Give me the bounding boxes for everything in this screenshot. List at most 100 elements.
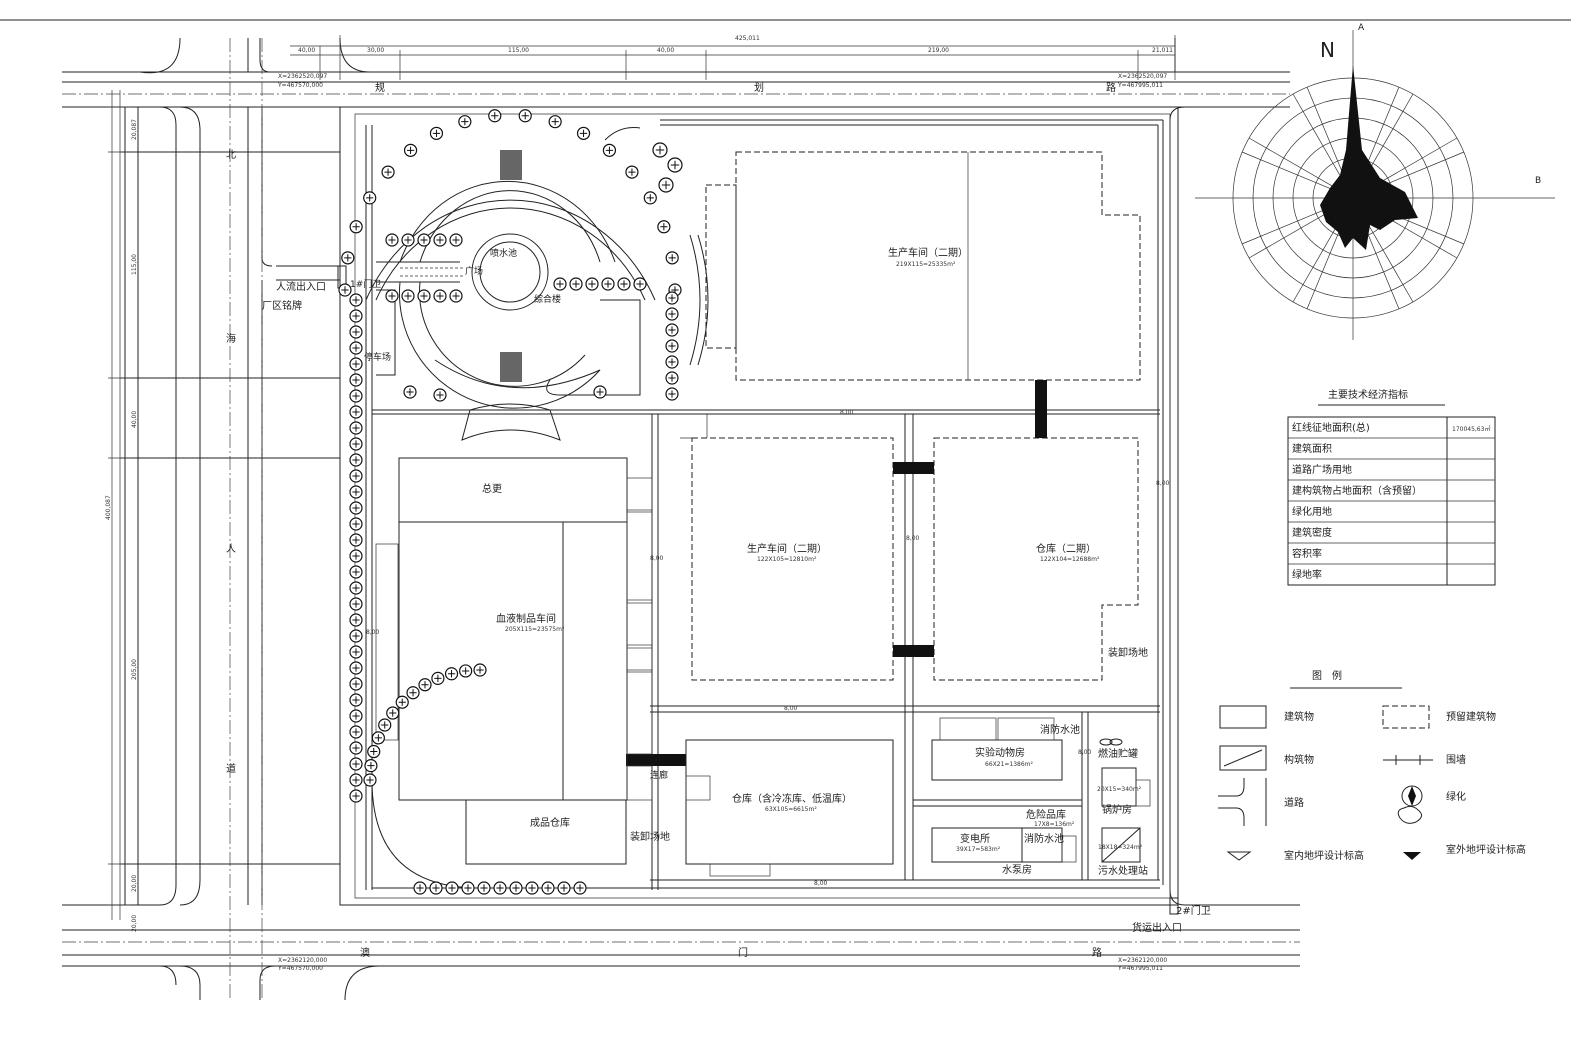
dim-seg-left: 40,00 [131,411,138,428]
coord-y: Y=467995,011 [1117,82,1163,89]
workshop2b-label: 生产车间（二期） [747,542,827,555]
zonggeng-label: 总更 [482,482,502,495]
dim-seg-left: 20,087 [131,119,138,140]
buildings [337,151,1179,915]
legend-outdoor-icon [1403,852,1421,860]
road-name-char: 道 [226,762,236,775]
substation-label: 变电所 [960,832,990,845]
cold-warehouse-area: 63X105=6615m² [765,806,817,813]
indicators-title: 主要技术经济指标 [1328,388,1408,401]
fire-pool2-label: 消防水池 [1024,832,1064,845]
blood-workshop-area: 205X115=23575m² [505,626,565,633]
compass-north: N [1320,38,1335,62]
legend-structure-icon [1219,745,1267,771]
road-name-char: 人 [226,543,236,555]
road-width: 8,00 [840,409,854,416]
road-names: 规 划 路 澳 门 路 北 海 人 道 [226,81,1116,959]
coord-x: X=2362120,000 [278,957,327,964]
boiler-label: 锅炉房 [1102,803,1132,816]
indicator-value: 170045,63㎡ [1452,425,1490,433]
road-name-char: 路 [1092,946,1102,959]
dim-total-top: 425,011 [735,35,760,42]
gate1-label: 1#门卫 [350,278,381,290]
boiler-area: 20X15=340m² [1097,786,1142,793]
coord-x: X=2362120,000 [1118,957,1167,964]
compass-a: A [1358,23,1365,33]
dim-seg-left: 115,00 [131,254,138,275]
coord-x: X=2362520,097 [278,73,327,80]
dim-total-left: 400,087 [105,495,112,520]
finished-warehouse-label: 成品仓库 [530,816,570,829]
road-name-char: 规 [375,81,385,94]
dim-seg: 40,00 [298,47,315,54]
dim-seg: 30,00 [367,47,384,54]
sewage-label: 污水处理站 [1098,864,1148,877]
compass-rose: N A B [1195,23,1555,340]
legend-indoor-icon [1226,851,1252,861]
dim-seg: 21,011 [1152,47,1173,54]
dim-seg-left: 20,00 [131,875,138,892]
legend-road-icon [1218,778,1267,826]
compass-b: B [1535,176,1541,186]
office-label: 综合楼 [534,293,561,305]
admin-complex [365,127,709,441]
building-labels: 人流出入口 1#门卫 厂区铭牌 喷水池 广场 综合楼 停车场 总更 血液制品车间… [262,246,1211,934]
road-width: 8,00 [1078,749,1092,756]
coord-y: Y=467995,011 [1117,965,1163,972]
legend-building-icon [1219,705,1267,729]
fire-pool-label: 消防水池 [1040,723,1080,736]
indicators-table: 主要技术经济指标 红线征地面积(总) 170045,63㎡建筑面积道路广场用地建构… [1287,388,1496,586]
legend-outdoor-level: 室外地坪设计标高 [1446,843,1526,856]
dimension-lines [108,35,1176,920]
legend-title: 图 例 [1312,669,1342,682]
warehouse2-area: 122X104=12688m² [1040,556,1100,563]
site-boundary [339,106,1179,906]
dim-seg-left: 20,00 [131,915,138,932]
cargo-entrance-label: 货运出入口 [1132,921,1182,934]
workshop2b-area: 122X105=12810m² [757,556,817,563]
loading-area-label: 装卸场地 [630,830,670,843]
legend-wall: 围墙 [1446,753,1466,766]
legend-green: 绿化 [1446,790,1466,803]
indicator-label: 建筑密度 [1292,526,1332,539]
hazard-area: 17X8=136m² [1034,821,1075,828]
legend: 图 例 建筑物 预留建筑物 构筑物 围墙 道路 绿化 室内地坪设计标高 室外地坪… [1218,669,1526,862]
road-width: 8,00 [1156,480,1170,487]
parking-label: 停车场 [364,351,391,363]
pedestrian-entrance-label: 人流出入口 [276,280,326,293]
road-name-char: 路 [1106,81,1116,94]
dim-seg-left: 205,00 [131,659,138,680]
coord-x: X=2362520,097 [1118,73,1167,80]
road-name-char: 北 [226,149,236,161]
substation-area: 39X17=583m² [956,846,1001,853]
legend-building: 建筑物 [1284,710,1314,723]
legend-reserved: 预留建筑物 [1446,710,1496,723]
animal-house-area: 66X21=1386m² [985,761,1034,768]
blood-workshop-label: 血液制品车间 [496,612,556,625]
road-name-char: 海 [226,332,236,345]
fuel-tank-label: 燃油贮罐 [1098,747,1138,760]
dim-seg: 40,00 [657,47,674,54]
indicator-label: 绿地率 [1292,568,1322,581]
road-network [62,37,1300,1001]
corridor-label: 连廊 [650,769,668,781]
workshop2a-area: 219X115=25335m² [896,261,956,268]
indicator-label: 绿化用地 [1292,505,1332,518]
road-width: 8,00 [906,535,920,542]
legend-reserved-icon [1382,705,1430,729]
road-width: 8,00 [650,555,664,562]
road-width: 8,00 [366,629,380,636]
gate2-label: 2#门卫 [1176,904,1211,917]
indicator-label: 红线征地面积(总) [1292,421,1370,434]
coordinate-labels: X=2362520,097 Y=467570,000 X=2362520,097… [277,73,1167,972]
indicator-label: 建构筑物占地面积（含预留） [1292,484,1422,497]
indicator-label: 道路广场用地 [1292,463,1352,476]
dim-seg: 219,00 [928,47,949,54]
legend-indoor-level: 室内地坪设计标高 [1284,849,1364,862]
road-name-char: 划 [754,81,764,94]
factory-sign-label: 厂区铭牌 [262,299,302,312]
fountain-label: 喷水池 [490,247,517,259]
green-trees [338,109,683,895]
indicator-label: 建筑面积 [1292,442,1332,455]
coord-y: Y=467570,000 [277,965,323,972]
